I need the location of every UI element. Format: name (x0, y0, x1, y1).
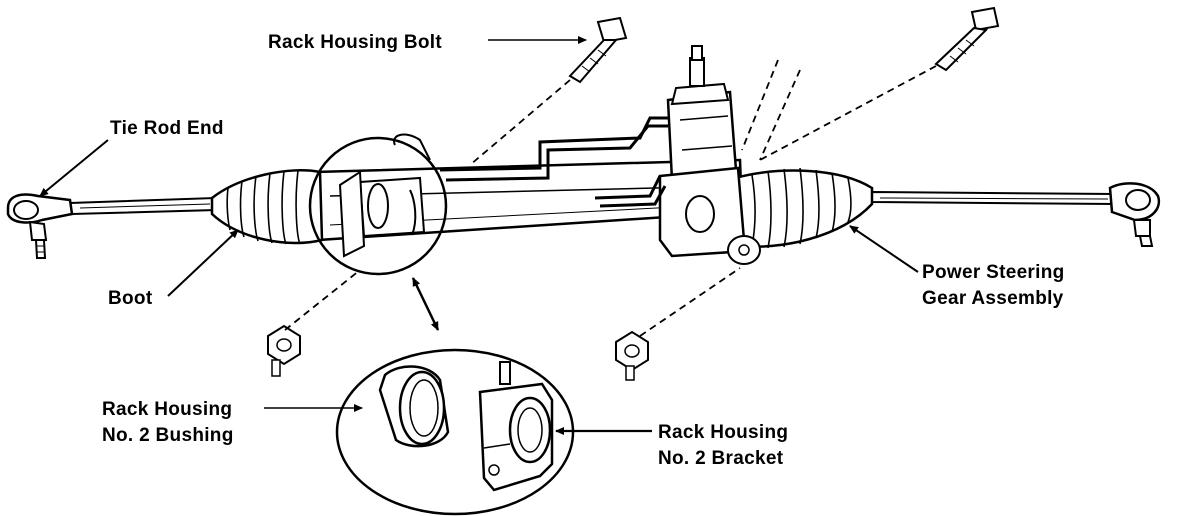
label-boot: Boot (108, 288, 153, 309)
right-nut-icon (615, 330, 649, 381)
label-power-steering-line1: Power Steering (922, 262, 1065, 283)
housing-clamp (358, 176, 426, 238)
right-tie-rod-end-icon (1108, 182, 1161, 247)
detail-zoom-circle (308, 133, 448, 276)
label-bushing-line2: No. 2 Bushing (102, 425, 234, 446)
label-rack-housing-bolt: Rack Housing Bolt (268, 32, 442, 53)
bushing-icon (378, 365, 450, 448)
zoom-connector-arrow (411, 277, 440, 331)
label-tie-rod-end: Tie Rod End (110, 118, 224, 139)
nut-icon (267, 324, 301, 377)
right-bolt-icon (934, 6, 1000, 72)
right-tie-rod (869, 190, 1116, 206)
assembly-dashed-lines (284, 59, 937, 337)
tie-rod-end-icon (6, 193, 74, 259)
bracket-icon (478, 361, 554, 492)
boot-icon (210, 169, 324, 245)
bolt-icon (568, 16, 628, 84)
label-power-steering-line2: Gear Assembly (922, 288, 1064, 309)
label-bracket-line2: No. 2 Bracket (658, 448, 784, 469)
right-boot-icon (733, 167, 874, 249)
valve-body (658, 45, 761, 265)
label-bracket-line1: Rack Housing (658, 422, 788, 443)
leader-arrows (39, 36, 919, 435)
left-tie-rod (68, 196, 218, 216)
hydraulic-lines (439, 116, 668, 208)
label-bushing-line1: Rack Housing (102, 399, 232, 420)
